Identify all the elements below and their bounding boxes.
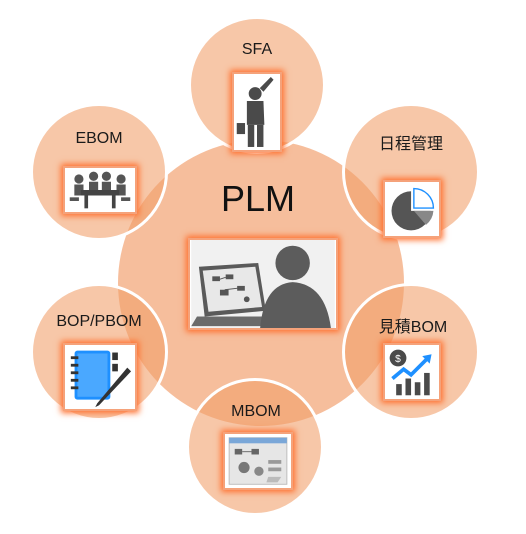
meeting-table-icon [63, 166, 137, 214]
presenter-pointing-icon [232, 72, 282, 152]
ebom-label: EBOM [75, 130, 123, 147]
svg-text:$: $ [395, 354, 401, 365]
sfa-label: SFA [241, 41, 273, 58]
bop-pbom-label: BOP/PBOM [56, 313, 142, 330]
mbom-label: MBOM [231, 403, 281, 420]
engineer-at-workstation-icon [188, 238, 338, 330]
plm-label: PLM [220, 178, 296, 219]
money-growth-chart-icon: $ [383, 343, 441, 401]
process-diagram-icon [223, 432, 293, 490]
notebook-pen-icon [63, 343, 137, 411]
estimate-bom-label: 見積BOM [378, 319, 448, 336]
pie-chart-icon [383, 180, 441, 238]
schedule-label: 日程管理 [378, 136, 444, 153]
